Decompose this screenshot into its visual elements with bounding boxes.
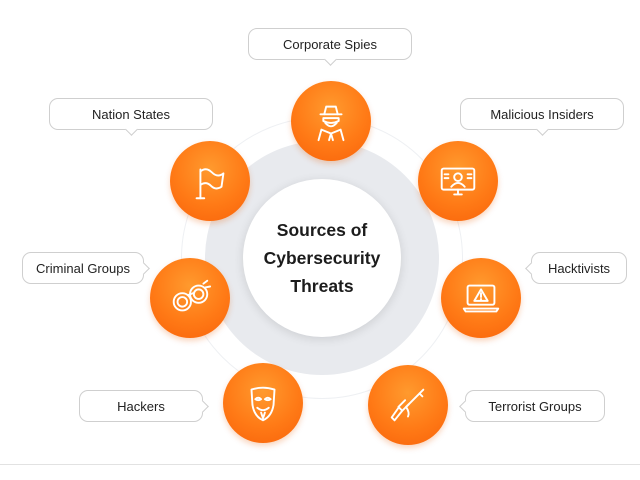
node-malicious-insiders [418,141,498,221]
monitor-user-icon [440,167,476,196]
handcuffs-icon [172,279,212,312]
flag-icon [195,168,225,200]
center-title: Sources of Cybersecurity Threats [252,216,392,300]
label-terrorist-groups: Terrorist Groups [465,390,605,422]
center-title-line-1: Sources of [276,220,368,240]
node-nation-states [170,141,250,221]
label-hacktivists: Hacktivists [531,252,627,284]
label-hackers: Hackers [79,390,203,422]
laptop-warning-icon [462,284,500,313]
center-circle: Sources of Cybersecurity Threats [243,179,401,337]
spy-icon [317,105,345,142]
mask-icon [250,386,276,422]
center-title-line-3: Threats [290,276,354,296]
node-terrorist-groups [368,365,448,445]
label-malicious-insiders: Malicious Insiders [460,98,624,130]
node-corporate-spies [291,81,371,161]
center-title-line-2: Cybersecurity [263,248,381,268]
label-criminal-groups: Criminal Groups [22,252,144,284]
bottom-divider [0,464,640,465]
label-nation-states: Nation States [49,98,213,130]
node-hacktivists [441,258,521,338]
node-criminal-groups [150,258,230,338]
node-hackers [223,363,303,443]
rifle-icon [390,388,425,422]
label-corporate-spies: Corporate Spies [248,28,412,60]
